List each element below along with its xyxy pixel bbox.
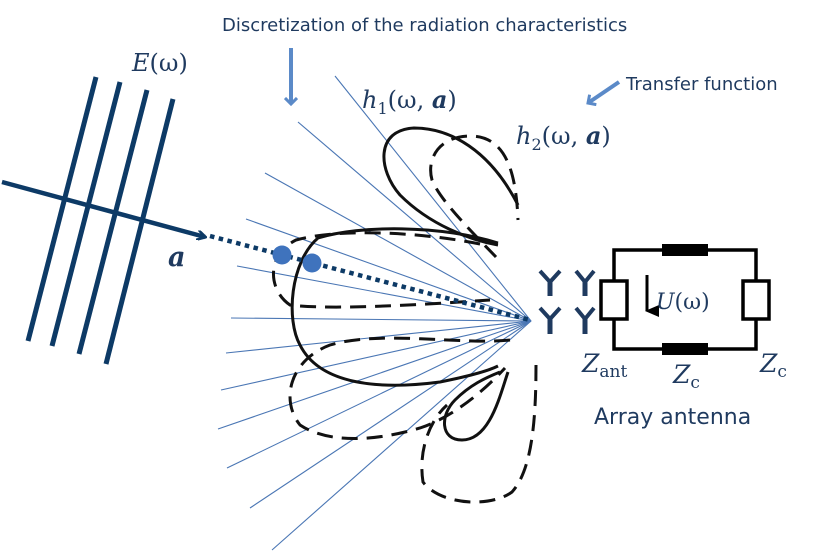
diagram-title: Discretization of the radiation characte…	[222, 15, 627, 36]
sample-point	[302, 253, 322, 273]
discretization-ray	[220, 320, 532, 391]
direction-vector-label: a	[168, 242, 186, 273]
h1-upper-lobe	[382, 126, 520, 247]
h2-label: h2(ω, a)	[516, 121, 611, 154]
discretization-ray	[230, 317, 532, 322]
h2-main-lobe-lower	[288, 336, 511, 440]
antenna-element-icon	[538, 269, 562, 296]
discretization-ray	[217, 320, 532, 430]
h2-upper-lobe	[429, 134, 520, 259]
h1-main-lobe	[290, 227, 499, 387]
discretization-ray	[264, 172, 532, 322]
direction-dotted-line	[209, 233, 531, 323]
equivalent-circuit	[599, 244, 771, 355]
array-antenna-caption: Array antenna	[594, 405, 751, 430]
antenna-element-icon	[574, 306, 596, 334]
svg-text:Zc: Zc	[759, 349, 787, 382]
discretization-ray	[236, 265, 532, 322]
discretization-rays	[217, 75, 532, 551]
antenna-element-icon	[538, 306, 562, 334]
impedance-cable-label: Zc	[672, 360, 700, 393]
svg-text:E(ω): E(ω)	[131, 49, 188, 77]
wavefront-line	[25, 76, 99, 342]
impedance-load-label: Zc	[759, 349, 787, 382]
h1-lower-lobe	[443, 370, 510, 442]
h1-label: h1(ω, a)	[362, 85, 457, 118]
h2-main-lobe	[272, 231, 491, 309]
svg-text:Zc: Zc	[672, 360, 700, 393]
discretization-ray	[334, 75, 532, 322]
voltage-label: U(ω)	[656, 290, 710, 315]
svg-text:h1(ω, a): h1(ω, a)	[362, 85, 457, 118]
sample-point	[272, 245, 292, 265]
svg-text:Zant: Zant	[581, 349, 627, 382]
discretization-ray	[297, 121, 532, 322]
svg-text:h2(ω, a): h2(ω, a)	[516, 121, 611, 154]
wavefront-line	[49, 81, 123, 347]
transfer-function-arrow-icon	[588, 80, 621, 103]
wavefront-line	[103, 98, 176, 365]
radiation-lobes	[272, 126, 538, 504]
plane-wavefronts	[25, 76, 176, 365]
incident-field-label: E(ω)	[131, 49, 188, 77]
antenna-element-icon	[574, 269, 596, 296]
incident-direction-arrow-icon	[1, 179, 205, 237]
discretization-ray	[226, 320, 532, 469]
antenna-impedance	[599, 279, 629, 321]
array-antenna-elements	[538, 269, 596, 334]
wavefront-line	[76, 89, 150, 355]
series-impedance-top	[662, 244, 708, 256]
transfer-function-annotation: Transfer function	[625, 74, 778, 95]
discretization-ray	[249, 320, 532, 509]
discretization-ray	[271, 320, 532, 551]
impedance-antenna-label: Zant	[581, 349, 627, 382]
cable-impedance	[662, 343, 708, 355]
load-impedance	[741, 279, 771, 321]
discretization-ray	[245, 218, 532, 322]
